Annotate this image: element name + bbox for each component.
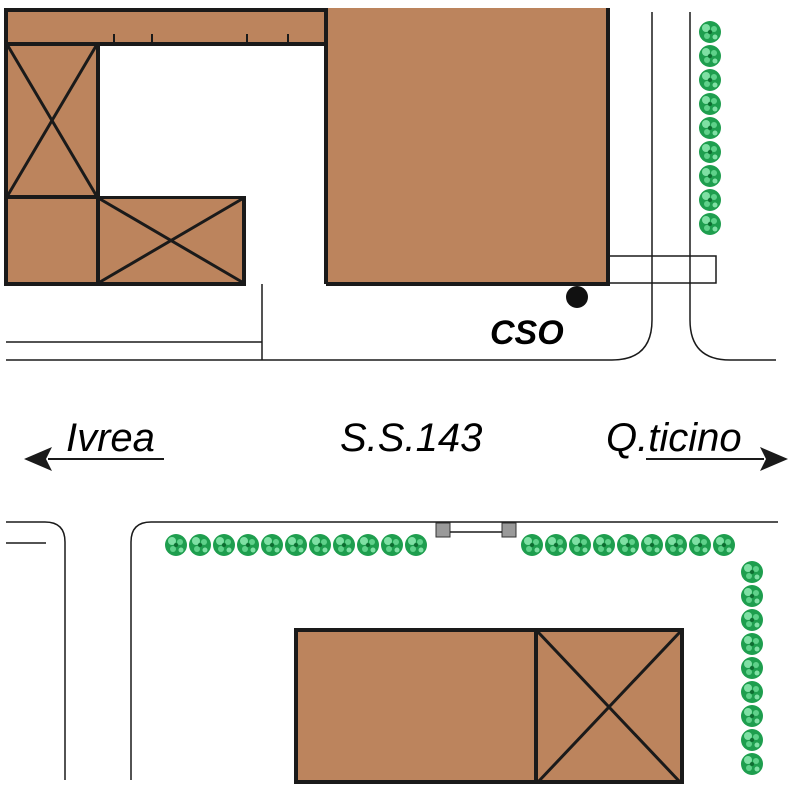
culvert-crossing [607,255,717,284]
building-courtyard [100,46,326,196]
building-courtyard-lower [246,196,326,282]
shrub [689,534,711,556]
shrub [593,534,615,556]
shrub [189,534,211,556]
cso-label: CSO [490,314,564,352]
shrub [357,534,379,556]
label-q-ticino: Q.ticino [606,416,742,460]
shrub [665,534,687,556]
shrub [741,681,763,703]
shrub [741,561,763,583]
cso-point-marker [566,286,588,308]
shrub [237,534,259,556]
hedge-south-west [165,534,427,556]
shrub [261,534,283,556]
building-complex-north-west [4,8,610,286]
shrub [699,213,721,235]
shrub [699,117,721,139]
building-large-block [328,8,608,284]
road-edges-south [6,521,778,780]
shrub [309,534,331,556]
shrub [213,534,235,556]
shrub [741,729,763,751]
building-top-strip [4,8,330,46]
shrub [569,534,591,556]
shrub [405,534,427,556]
shrub [521,534,543,556]
gate [435,522,517,538]
shrub [741,657,763,679]
building-left-block [4,42,100,286]
shrub [617,534,639,556]
shrub [741,585,763,607]
shrub [741,705,763,727]
arrow-east [646,447,788,471]
label-ivrea: Ivrea [66,416,155,460]
building-south [294,628,684,784]
road-edges-north [6,12,776,361]
shrub [741,633,763,655]
shrub [381,534,403,556]
shrub [333,534,355,556]
shrub [165,534,187,556]
shrub [285,534,307,556]
hedge-south-east [521,534,735,556]
shrub [699,165,721,187]
shrub [741,609,763,631]
shrub [699,141,721,163]
arrow-west [24,447,164,471]
shrub [699,69,721,91]
shrub [641,534,663,556]
shrub [741,753,763,775]
hedge-north-east [699,21,721,235]
gate-post-right [501,522,517,538]
shrub [545,534,567,556]
label-road-ss143: S.S.143 [340,416,482,460]
shrub [699,189,721,211]
shrub [699,21,721,43]
gate-post-left [435,522,451,538]
shrub [699,45,721,67]
shrub [713,534,735,556]
hedge-east-vertical [741,561,763,775]
shrub [699,93,721,115]
